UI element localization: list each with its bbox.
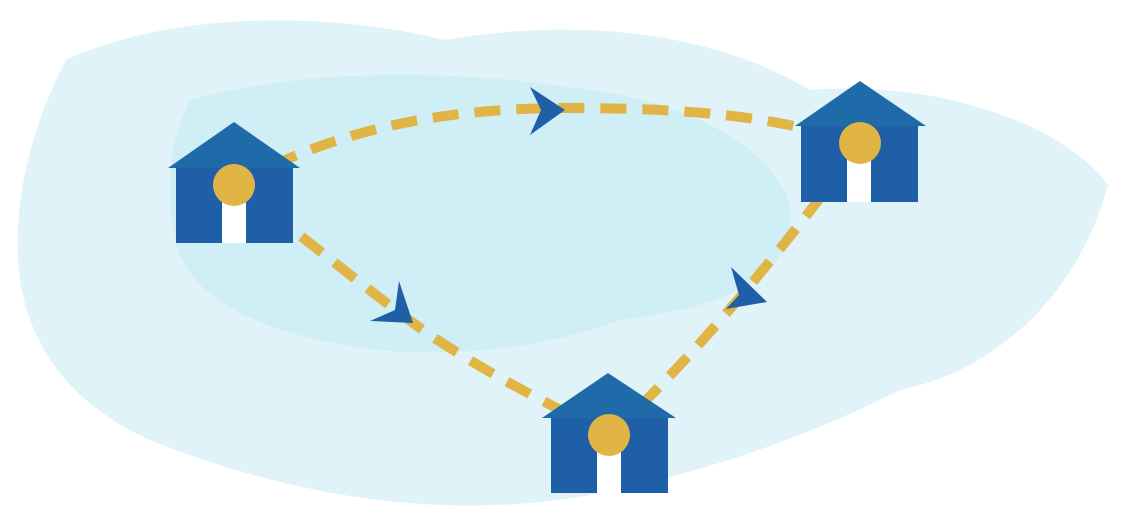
house-right: [795, 81, 926, 202]
arrow-head-icon: [726, 267, 767, 309]
edge-left-to-right: [232, 102, 862, 190]
edge-left-to-bottom: [231, 181, 613, 440]
arrow-head-icon: [530, 87, 565, 135]
node-circle: [213, 164, 255, 206]
house-roof: [542, 373, 676, 418]
house-roof: [168, 122, 300, 168]
house-bottom: [542, 373, 676, 493]
house-left: [168, 122, 300, 243]
house-roof: [795, 81, 926, 126]
arrow-head-icon: [370, 281, 413, 323]
node-circle: [588, 414, 630, 456]
node-circle: [839, 122, 881, 164]
